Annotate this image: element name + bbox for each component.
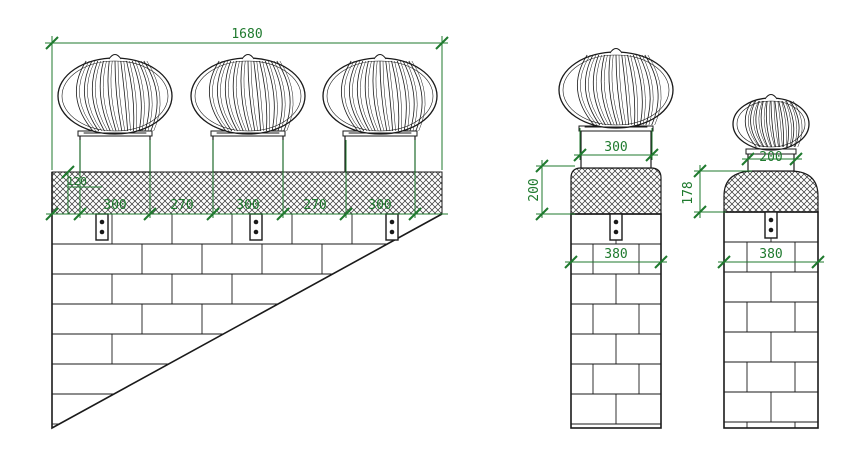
turbine-ventilator-icon: [57, 54, 173, 173]
dimension-gap-1: 270: [170, 198, 193, 213]
side-b-wall-width-label: 380: [759, 247, 782, 262]
front-brickwork: [52, 214, 388, 425]
front-turbines: [57, 54, 438, 173]
front-brackets: [95, 213, 399, 241]
side-a-turbine-width-label: 300: [604, 140, 627, 155]
bracket-icon: [385, 213, 399, 241]
side-a-cap: [570, 167, 662, 215]
turbine-ventilator-icon: [322, 54, 438, 173]
side-a-dim-turbine: 300: [573, 128, 659, 162]
dimension-turbine-2: 300: [236, 198, 259, 213]
dimension-parapet-height: 120: [61, 165, 102, 214]
bracket-icon: [609, 213, 623, 241]
dimension-turbine-1: 300: [103, 198, 126, 213]
wall-outline: [51, 172, 443, 430]
side-b-dim-turbine: 200: [741, 150, 803, 166]
side-a-cap-height-label: 200: [527, 178, 542, 201]
side-b-dim-cap: 178: [681, 164, 752, 219]
bracket-icon: [95, 213, 109, 241]
front-elevation: 1680 300 270 300 270 300: [45, 27, 449, 430]
side-b-turbine: [732, 94, 810, 172]
side-section-b: 200 178 380: [681, 94, 825, 429]
side-b-bracket: [764, 211, 778, 239]
dimension-total-label: 1680: [231, 27, 262, 42]
turbine-ventilator-icon: [558, 48, 674, 169]
side-b-arched-cap: [723, 170, 819, 213]
side-a-wall-width-label: 380: [604, 247, 627, 262]
turbine-ventilator-icon: [190, 54, 306, 173]
side-section-a: 300 200 380: [527, 48, 674, 429]
bracket-icon: [249, 213, 263, 241]
side-a-dim-wall: 380: [564, 247, 668, 269]
dimension-total: 1680: [45, 27, 449, 170]
side-a-turbine: [558, 48, 674, 169]
parapet-cap: [51, 171, 443, 215]
dimension-turbine-3: 300: [368, 198, 391, 213]
side-a-brickwork: [571, 214, 661, 425]
side-a-dim-cap: 200: [527, 159, 575, 221]
side-b-brickwork: [724, 212, 818, 428]
dimension-segments: 300 270 300 270 300: [45, 140, 448, 221]
dimension-parapet-label: 120: [67, 175, 87, 188]
side-b-turbine-width-label: 200: [759, 150, 782, 165]
side-b-dim-wall: 380: [717, 247, 825, 269]
bracket-icon: [764, 211, 778, 239]
side-a-bracket: [609, 213, 623, 241]
dimension-gap-2: 270: [303, 198, 326, 213]
turbine-ventilator-icon: [732, 94, 810, 172]
side-b-cap-height-label: 178: [681, 181, 696, 204]
